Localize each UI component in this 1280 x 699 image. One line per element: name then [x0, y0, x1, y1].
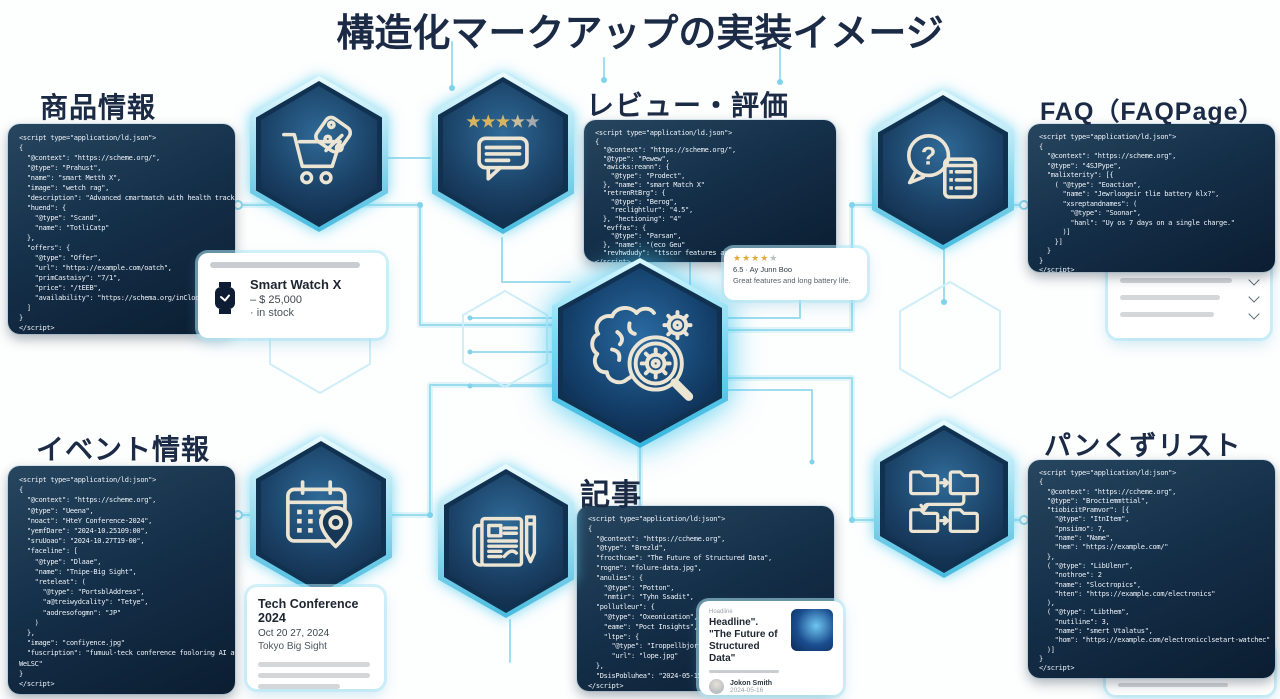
- product-card-stock: · in stock: [250, 307, 295, 319]
- review-jsonld-code: <script type="application/ld.json"> { "@…: [584, 120, 836, 262]
- page-title: 構造化マークアップの実装イメージ: [336, 13, 944, 55]
- review-card: ★★★★★ 6.5 · Ay Junn Boo Great features a…: [724, 248, 867, 300]
- faq-hexagon: ?: [872, 90, 1014, 250]
- event-card-title: Tech Conference 2024: [258, 597, 359, 625]
- review-card-stars: ★★★★★: [733, 253, 779, 263]
- faq-accordion-item: [1108, 284, 1270, 303]
- chevron-down-icon: [1248, 308, 1260, 320]
- faq-jsonld-code: <script type="application/ld.json"> { "@…: [1028, 124, 1275, 272]
- product-card: Smart Watch X – $ 25,000 · in stock: [198, 253, 386, 338]
- review-card-text: Great features and long battery life.: [733, 276, 851, 285]
- article-card-date: 2024-05-16: [730, 686, 764, 694]
- svg-text:?: ?: [921, 143, 936, 171]
- product-jsonld-code: <script type="application/ld.json"> { "@…: [8, 124, 235, 334]
- shopping-cart-tag-icon: [282, 115, 353, 185]
- breadcrumb-section-label: パンくずリスト: [1044, 431, 1242, 461]
- article-card: Hoadline Headline". "The Future of Struc…: [699, 601, 843, 695]
- stars-speech-bubble-icon: [466, 114, 540, 181]
- watch-icon: [215, 282, 235, 314]
- faq-accordion-item: [1108, 267, 1270, 286]
- avatar: [709, 679, 724, 694]
- event-card-date: Oct 20 27, 2024: [258, 628, 330, 639]
- faq-section-label: FAQ（FAQPage）: [1040, 98, 1265, 126]
- event-jsonld-code: <script type="application/ld:json"> { "@…: [8, 466, 235, 694]
- article-card-kicker: Hoadline: [709, 609, 733, 615]
- article-thumbnail: [791, 609, 833, 651]
- article-section-label: 記事: [580, 479, 642, 512]
- product-card-price: – $ 25,000: [250, 294, 302, 306]
- folder-flow-icon: [909, 470, 979, 534]
- center-hexagon: [552, 258, 728, 448]
- calendar-location-pin-icon: [286, 480, 353, 549]
- breadcrumb-hexagon: [874, 420, 1014, 578]
- event-card: Tech Conference 2024 Oct 20 27, 2024 Tok…: [247, 587, 384, 689]
- event-hexagon: [250, 436, 392, 598]
- review-hexagon: [432, 72, 574, 234]
- question-bubble-document-icon: ?: [907, 134, 978, 199]
- article-card-headline: Headline". "The Future of Structured Dat…: [709, 617, 778, 664]
- product-card-title: Smart Watch X: [250, 277, 342, 292]
- event-card-venue: Tokyo Big Sight: [258, 641, 327, 652]
- breadcrumb-jsonld-code: <script type="application/ld:json"> { "@…: [1028, 460, 1275, 678]
- article-card-author: Jokon Smith: [730, 679, 773, 687]
- event-section-label: イベント情報: [36, 434, 211, 465]
- product-card-topbar: [210, 262, 360, 268]
- faq-accordion-item: [1108, 301, 1270, 320]
- product-hexagon: [250, 76, 388, 232]
- newspaper-pen-icon: [472, 515, 537, 567]
- product-section-label: 商品情報: [40, 92, 157, 123]
- review-section-label: レビュー・評価: [586, 90, 790, 121]
- brain-magnifier-gear-icon: [590, 306, 694, 401]
- review-card-meta: 6.5 · Ay Junn Boo: [733, 265, 793, 274]
- article-hexagon: [438, 464, 574, 618]
